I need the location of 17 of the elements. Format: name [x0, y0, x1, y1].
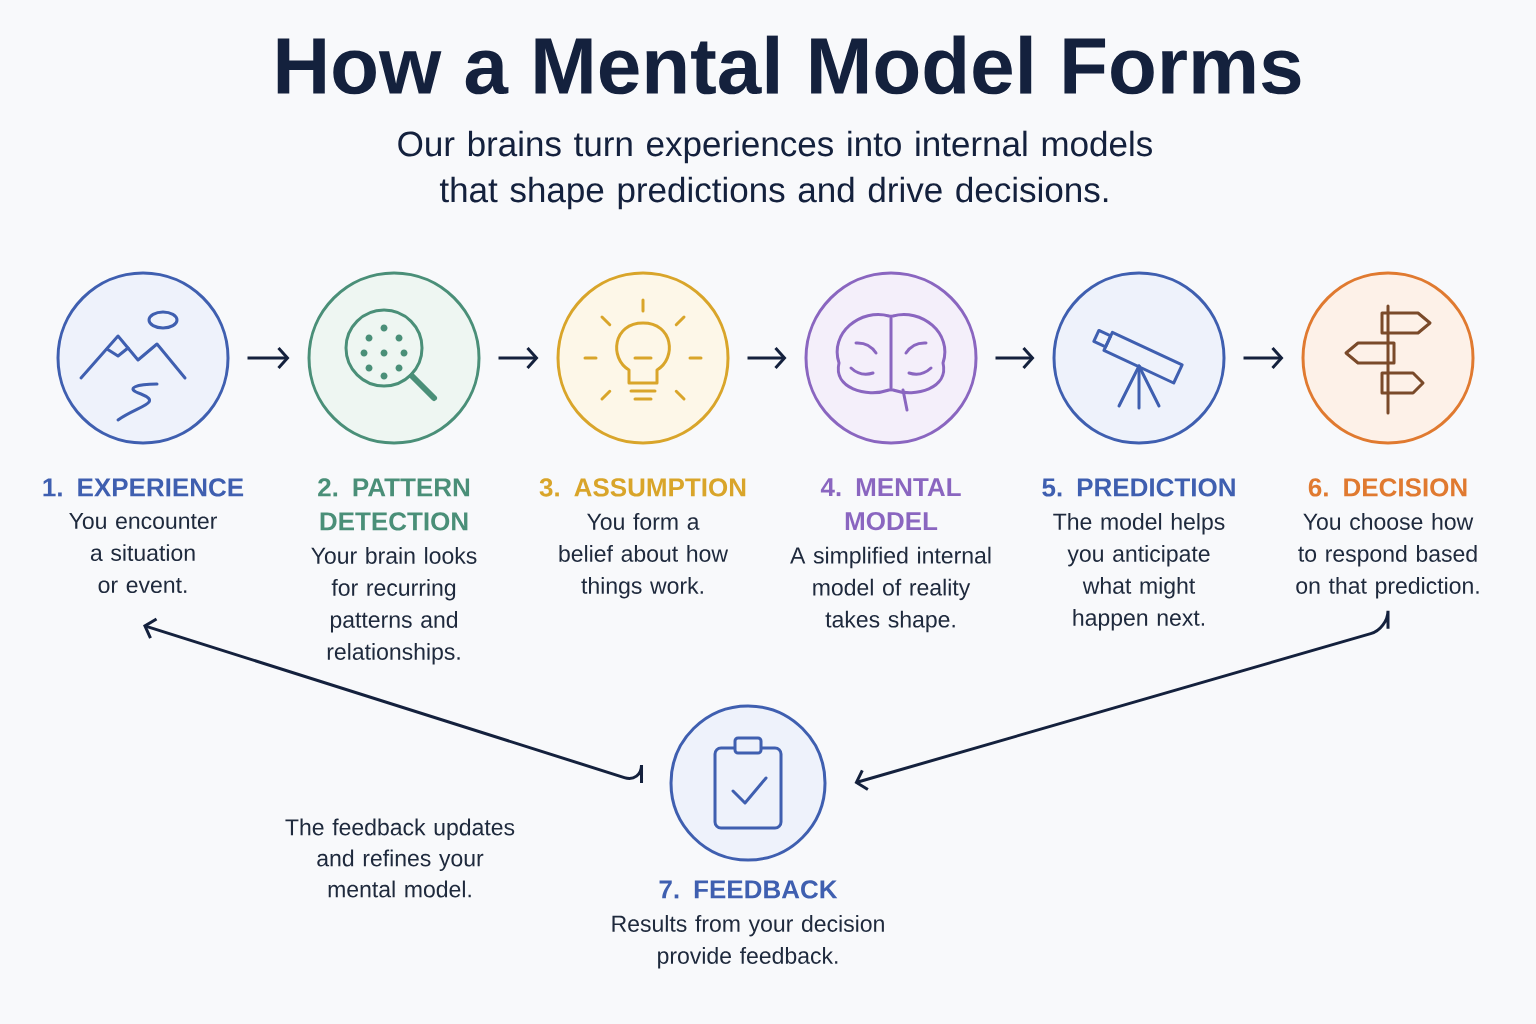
step-description: You encounter a situation or event. [69, 513, 217, 594]
step-heading: 7. FEEDBACK [659, 880, 838, 899]
step-description: You choose how to respond based on that prediction. [1296, 513, 1479, 599]
edge-label: The feedback updates and refines your mental model. [285, 818, 515, 898]
step-heading: 2. PATTERN DETECTION [318, 478, 470, 531]
title: How a Mental Model Forms [277, 35, 1301, 95]
step-heading: 1. EXPERIENCE [43, 478, 244, 497]
subtitle: Our brains turn experiences into internal models that shape predictions and drive decisions. [398, 130, 1152, 210]
step-description: You form a belief about how things work. [559, 513, 729, 599]
step-description: Results from your decision provide feedback. [612, 915, 884, 969]
step-description: A simplified internal model of reality takes shape. [790, 546, 991, 633]
step-heading: 4. MENTAL MODEL [820, 478, 961, 531]
step-description: The model helps you anticipate what might happen next. [1053, 513, 1225, 631]
step-heading: 6. DECISION [1308, 478, 1467, 497]
step-heading: 3. ASSUMPTION [539, 478, 746, 497]
step-heading: 5. PREDICTION [1042, 478, 1235, 497]
step-description: Your brain looks for recurring patterns and relationships. [311, 547, 477, 665]
